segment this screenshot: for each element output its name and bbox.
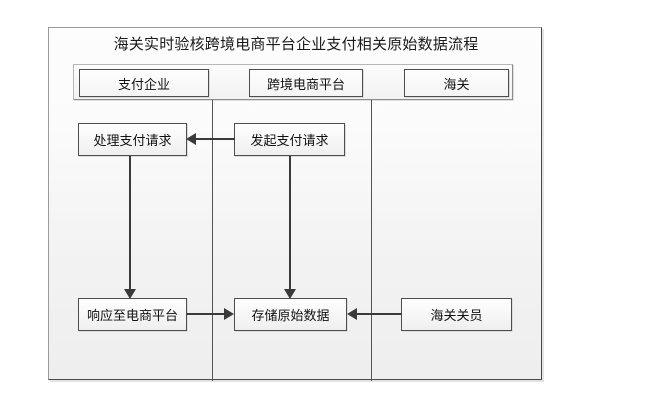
lane-header-customs[interactable]: 海关 [404, 69, 509, 97]
task-label: 响应至电商平台 [86, 309, 178, 324]
task-box-process-payment-request[interactable]: 处理支付请求 [78, 123, 187, 156]
task-label: 海关关员 [430, 309, 483, 324]
connector-initiate-to-store-line [289, 156, 291, 290]
task-box-customs-officer[interactable]: 海关关员 [401, 298, 512, 331]
arrow-left-icon [347, 308, 357, 320]
lane-header-band: 支付企业 跨境电商平台 海关 [73, 64, 513, 100]
lane-header-label: 跨境电商平台 [266, 77, 345, 93]
lane-divider-1 [212, 100, 213, 381]
task-box-initiate-payment-request[interactable]: 发起支付请求 [234, 123, 345, 156]
arrow-right-icon [224, 308, 234, 320]
lane-header-cross-border-platform[interactable]: 跨境电商平台 [249, 69, 363, 97]
connector-process-to-respond-line [129, 156, 131, 290]
connector-respond-to-store-line [187, 313, 225, 315]
arrow-down-icon [284, 289, 296, 299]
task-label: 存储原始数据 [251, 309, 330, 324]
task-box-respond-to-platform[interactable]: 响应至电商平台 [78, 298, 187, 331]
task-label: 发起支付请求 [250, 134, 329, 149]
diagram-title: 海关实时验核跨境电商平台企业支付相关原始数据流程 [113, 35, 479, 53]
lane-header-label: 支付企业 [117, 77, 170, 93]
lane-header-label: 海关 [443, 77, 470, 93]
swimlane-diagram-canvas: 海关实时验核跨境电商平台企业支付相关原始数据流程 支付企业 跨境电商平台 海关 … [48, 27, 542, 381]
task-box-store-raw-data[interactable]: 存储原始数据 [234, 298, 347, 331]
task-label: 处理支付请求 [93, 134, 172, 149]
arrow-down-icon [124, 289, 136, 299]
lane-header-payment-enterprise[interactable]: 支付企业 [79, 69, 209, 97]
lane-divider-2 [371, 100, 372, 381]
connector-officer-to-store-line [357, 313, 402, 315]
connector-initiate-to-process-line [195, 138, 235, 140]
arrow-left-icon [186, 133, 196, 145]
